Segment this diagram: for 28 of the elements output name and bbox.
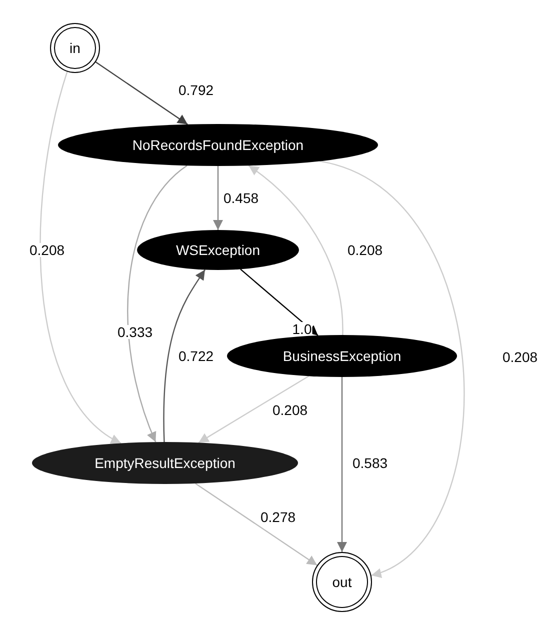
edge-label: 0.278	[259, 510, 297, 524]
arrow	[95, 62, 188, 125]
edge-label: 0.458	[222, 191, 260, 205]
double-circle-node: in	[50, 23, 100, 73]
edge-label: 0.208	[501, 350, 539, 364]
ellipse-node: BusinessException	[227, 335, 457, 377]
edge-label: 0.208	[28, 243, 66, 257]
arrow	[213, 166, 223, 230]
edge-label: 0.208	[346, 243, 384, 257]
double-circle-node: out	[312, 552, 372, 612]
edge-label: 0.722	[177, 349, 215, 363]
arrow	[40, 72, 122, 444]
arrow	[248, 165, 344, 336]
arrow	[195, 482, 318, 566]
arrow	[163, 269, 206, 442]
arrow	[127, 165, 188, 442]
ellipse-node: WSException	[137, 230, 299, 270]
edge-label: 0.208	[271, 403, 309, 417]
edge-label: 0.583	[351, 456, 389, 470]
ellipse-node: NoRecordsFoundException	[58, 124, 378, 166]
edge-label: 0.333	[116, 325, 154, 339]
edge-label: 0.792	[177, 83, 215, 97]
arrow	[240, 268, 318, 336]
arrow	[337, 377, 347, 552]
arrow	[198, 376, 310, 444]
ellipse-node: EmptyResultException	[32, 442, 298, 484]
arrow	[319, 160, 464, 576]
edge-label: 1.0	[291, 322, 313, 336]
